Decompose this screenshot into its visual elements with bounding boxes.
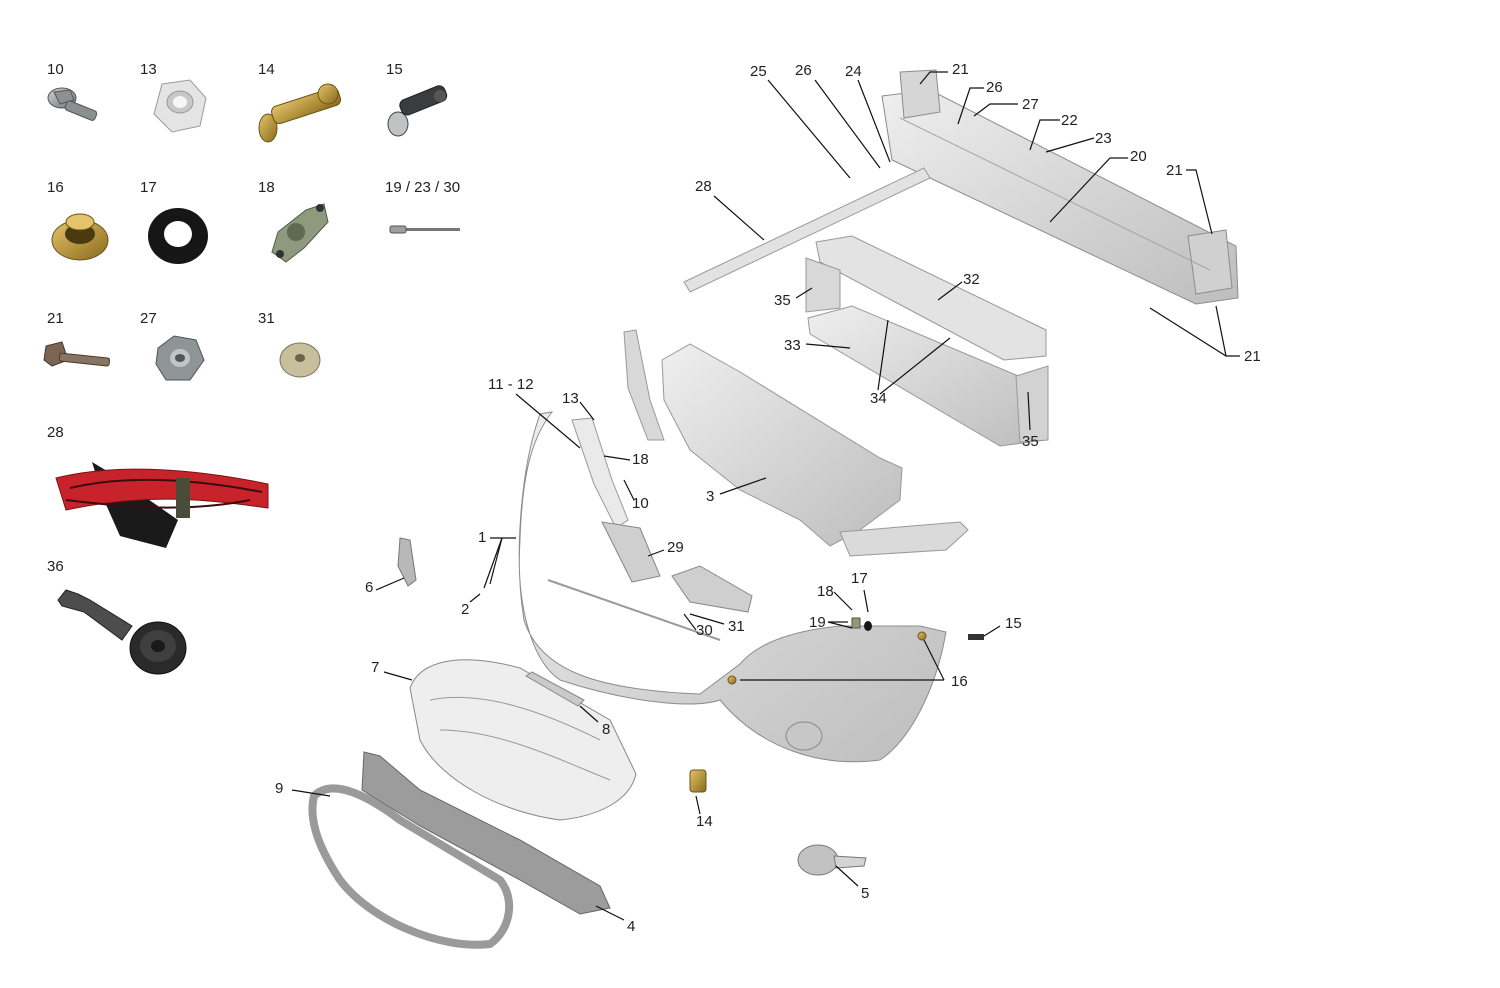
grommet-17-icon: [148, 208, 208, 264]
callout-label: 7: [371, 659, 380, 676]
adjuster-14-small: [689, 769, 707, 793]
callout-label: 5: [861, 885, 870, 902]
callout-label: 4: [627, 918, 636, 935]
callout-label: 14: [696, 813, 713, 830]
callout-label: 2: [461, 601, 470, 618]
hardware-label-31: 31: [258, 310, 275, 327]
callout-label: 16: [951, 673, 968, 690]
callout-label: 35: [774, 292, 791, 309]
callout-label: 29: [667, 539, 684, 556]
callout-label: 34: [870, 390, 887, 407]
screw-21-icon: [43, 341, 111, 367]
rivet-19-23-30-icon: [389, 225, 460, 234]
clip-15-small: [968, 634, 984, 640]
callout-label: 20: [1130, 148, 1147, 165]
hardware-label-21: 21: [47, 310, 64, 327]
callout-label: 11 - 12: [488, 376, 534, 393]
callout-label: 21: [1166, 162, 1183, 179]
tow-bar-part: [683, 167, 931, 293]
hardware-label-27: 27: [140, 310, 157, 327]
bumper-support-part: [623, 329, 969, 557]
grille-frame-part: [308, 784, 513, 949]
washer-31-icon: [279, 342, 321, 378]
callout-label: 24: [845, 63, 862, 80]
flange-nut-13-icon: [153, 79, 207, 133]
lower-grille-part: [361, 751, 611, 915]
trim-strip-part: [525, 671, 585, 707]
leader-lines: [291, 71, 1240, 921]
adjuster-14-icon: [258, 83, 342, 143]
grille-insert-part: [601, 521, 753, 613]
callout-label: 23: [1095, 130, 1112, 147]
callout-label: 15: [1005, 615, 1022, 632]
callout-label: 10: [632, 495, 649, 512]
hardware-label-18: 18: [258, 179, 275, 196]
bracket-18-icon: [271, 203, 329, 263]
callout-label: 13: [562, 390, 579, 407]
side-clip-part: [397, 537, 417, 587]
callout-label: 33: [784, 337, 801, 354]
callout-label: 18: [632, 451, 649, 468]
bracket-18-small: [851, 617, 872, 631]
callout-label: 27: [1022, 96, 1039, 113]
callout-label: 21: [1244, 348, 1261, 365]
callout-label: 3: [706, 488, 715, 505]
hardware-label-19-23-30: 19 / 23 / 30: [385, 179, 461, 196]
front-bumper-cover-part: [518, 411, 947, 763]
bolt-10-icon: [47, 87, 98, 121]
callout-label: 1: [478, 529, 487, 546]
callout-label: 19: [809, 614, 826, 631]
hardware-label-13: 13: [140, 61, 157, 78]
callout-label: 31: [728, 618, 745, 635]
fog-bezel-part: [797, 844, 867, 876]
hardware-label-36: 36: [47, 558, 64, 575]
bushing-16-icon: [51, 213, 109, 261]
callout-label: 35: [1022, 433, 1039, 450]
hardware-label-14: 14: [258, 61, 275, 78]
hardware-label-16: 16: [47, 179, 64, 196]
strap-28-icon: [55, 462, 269, 548]
callout-label: 18: [817, 583, 834, 600]
nut-27-icon: [155, 335, 205, 381]
upper-grille-part: [409, 659, 637, 821]
callout-label: 21: [952, 61, 969, 78]
callout-label: 9: [275, 780, 284, 797]
hardware-label-15: 15: [386, 61, 403, 78]
absorber-panel-part: [805, 235, 1049, 447]
grommet-16-small: [727, 631, 927, 685]
callout-label: 8: [602, 721, 611, 738]
callout-label: 25: [750, 63, 767, 80]
callout-label: 17: [851, 570, 868, 587]
callout-label: 26: [986, 79, 1003, 96]
callout-label: 28: [695, 178, 712, 195]
callout-label: 26: [795, 62, 812, 79]
callout-label: 22: [1061, 112, 1078, 129]
hardware-label-28: 28: [47, 424, 64, 441]
horn-36-icon: [57, 589, 187, 675]
clip-15-icon: [387, 85, 448, 137]
reinforcement-beam-part: [881, 69, 1239, 305]
callout-label: 6: [365, 579, 374, 596]
hardware-label-17: 17: [140, 179, 157, 196]
callout-label: 30: [696, 622, 713, 639]
side-bracket-part: [571, 417, 629, 529]
hardware-label-10: 10: [47, 61, 64, 78]
callout-label: 32: [963, 271, 980, 288]
